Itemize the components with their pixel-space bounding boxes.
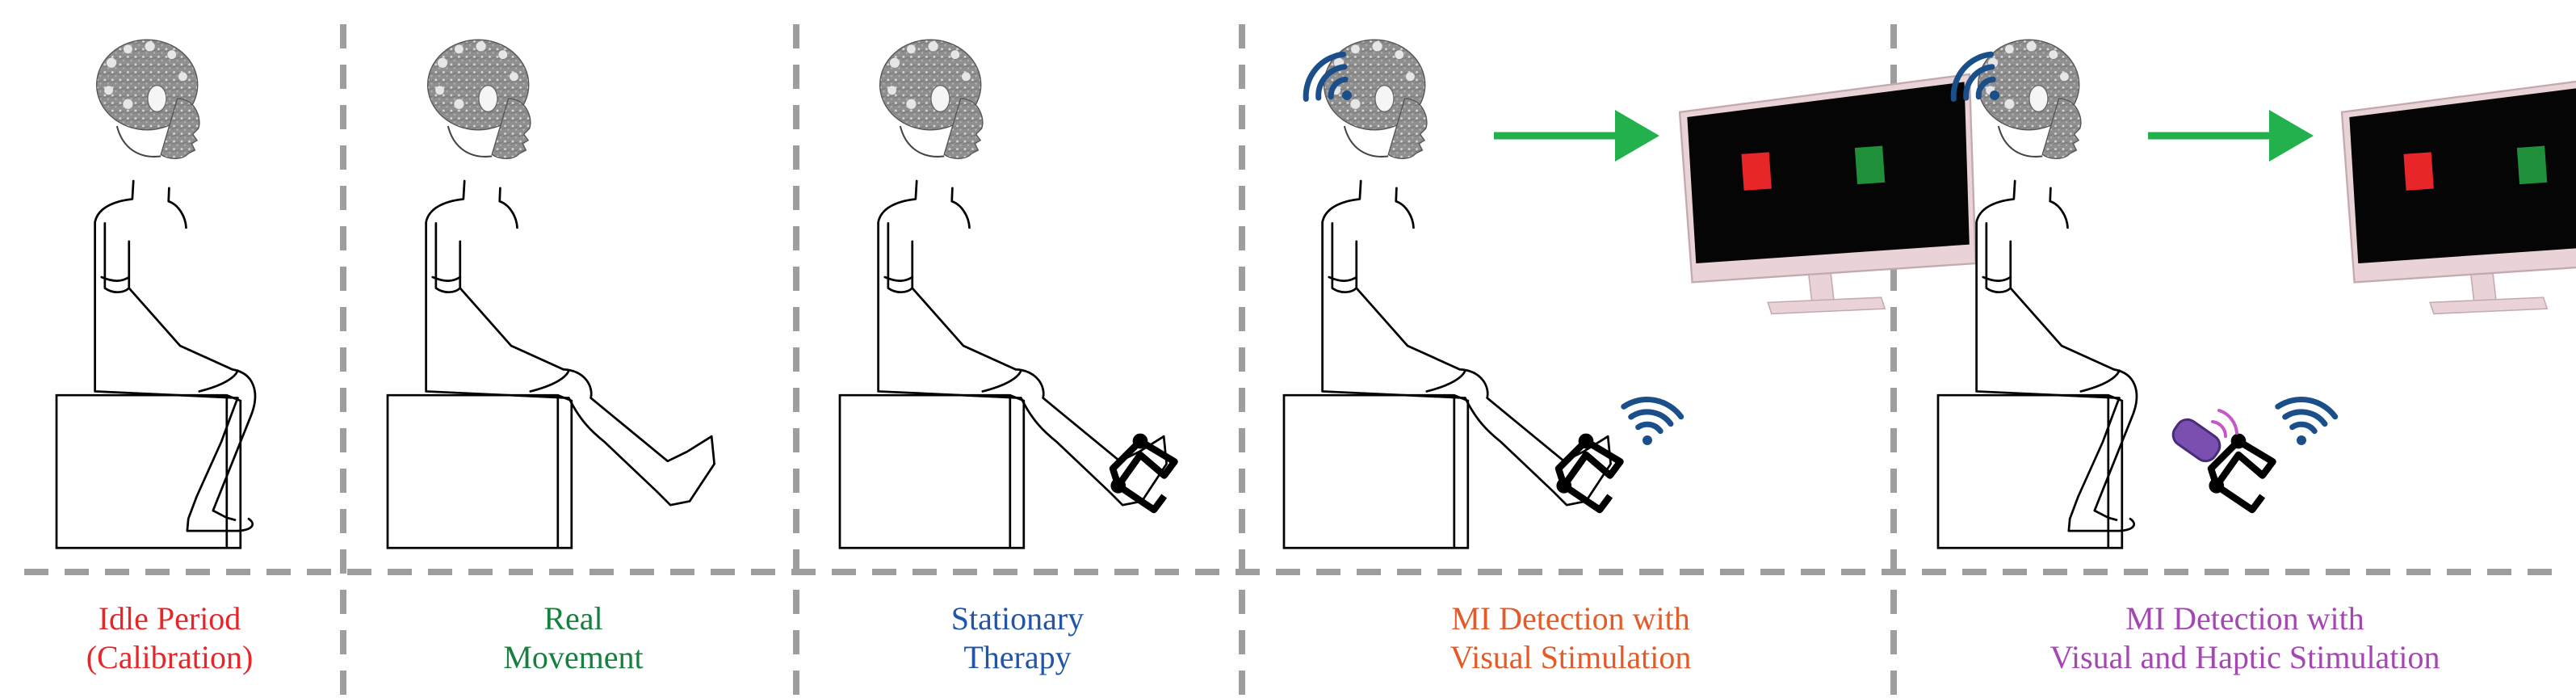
- caption-line-2: (Calibration): [86, 639, 254, 675]
- caption-line-1: Real: [543, 600, 603, 637]
- caption-line-1: MI Detection with: [2125, 600, 2364, 637]
- haptic-wave-icon: [2211, 409, 2238, 438]
- wireless-signal-icon: [2272, 395, 2338, 450]
- monitor-icon: [1678, 73, 1977, 315]
- caption-stationary-therapy: Stationary Therapy: [840, 599, 1195, 677]
- panel-dividers: [340, 24, 1897, 698]
- haptic-vibrator-icon: [2171, 418, 2221, 463]
- eeg-cap-icon: [95, 39, 200, 160]
- caption-line-1: Stationary: [950, 600, 1085, 637]
- caption-mi-visual-haptic: MI Detection with Visual and Haptic Stim…: [1938, 599, 2552, 677]
- eeg-cap-icon: [879, 39, 984, 160]
- panel-real-movement-figure: [386, 39, 715, 549]
- caption-line-2: Visual Stimulation: [1450, 639, 1692, 675]
- caption-mi-visual: MI Detection with Visual Stimulation: [1292, 599, 1849, 677]
- caption-real-movement: Real Movement: [396, 599, 751, 677]
- arrow-icon: [2148, 110, 2314, 162]
- caption-line-1: Idle Period: [98, 600, 241, 637]
- arrow-icon: [1494, 110, 1659, 162]
- caption-line-2: Therapy: [963, 639, 1072, 675]
- caption-line-2: Movement: [503, 639, 644, 675]
- panel-stationary-therapy-figure: [838, 39, 1168, 549]
- caption-line-2: Visual and Haptic Stimulation: [2049, 639, 2440, 675]
- caption-line-1: MI Detection with: [1451, 600, 1690, 637]
- monitor-icon: [2340, 73, 2576, 315]
- eeg-cap-icon: [426, 39, 531, 160]
- wireless-signal-icon: [1618, 395, 1684, 450]
- panel-idle-figure: [55, 39, 257, 549]
- caption-idle-period: Idle Period (Calibration): [24, 599, 315, 677]
